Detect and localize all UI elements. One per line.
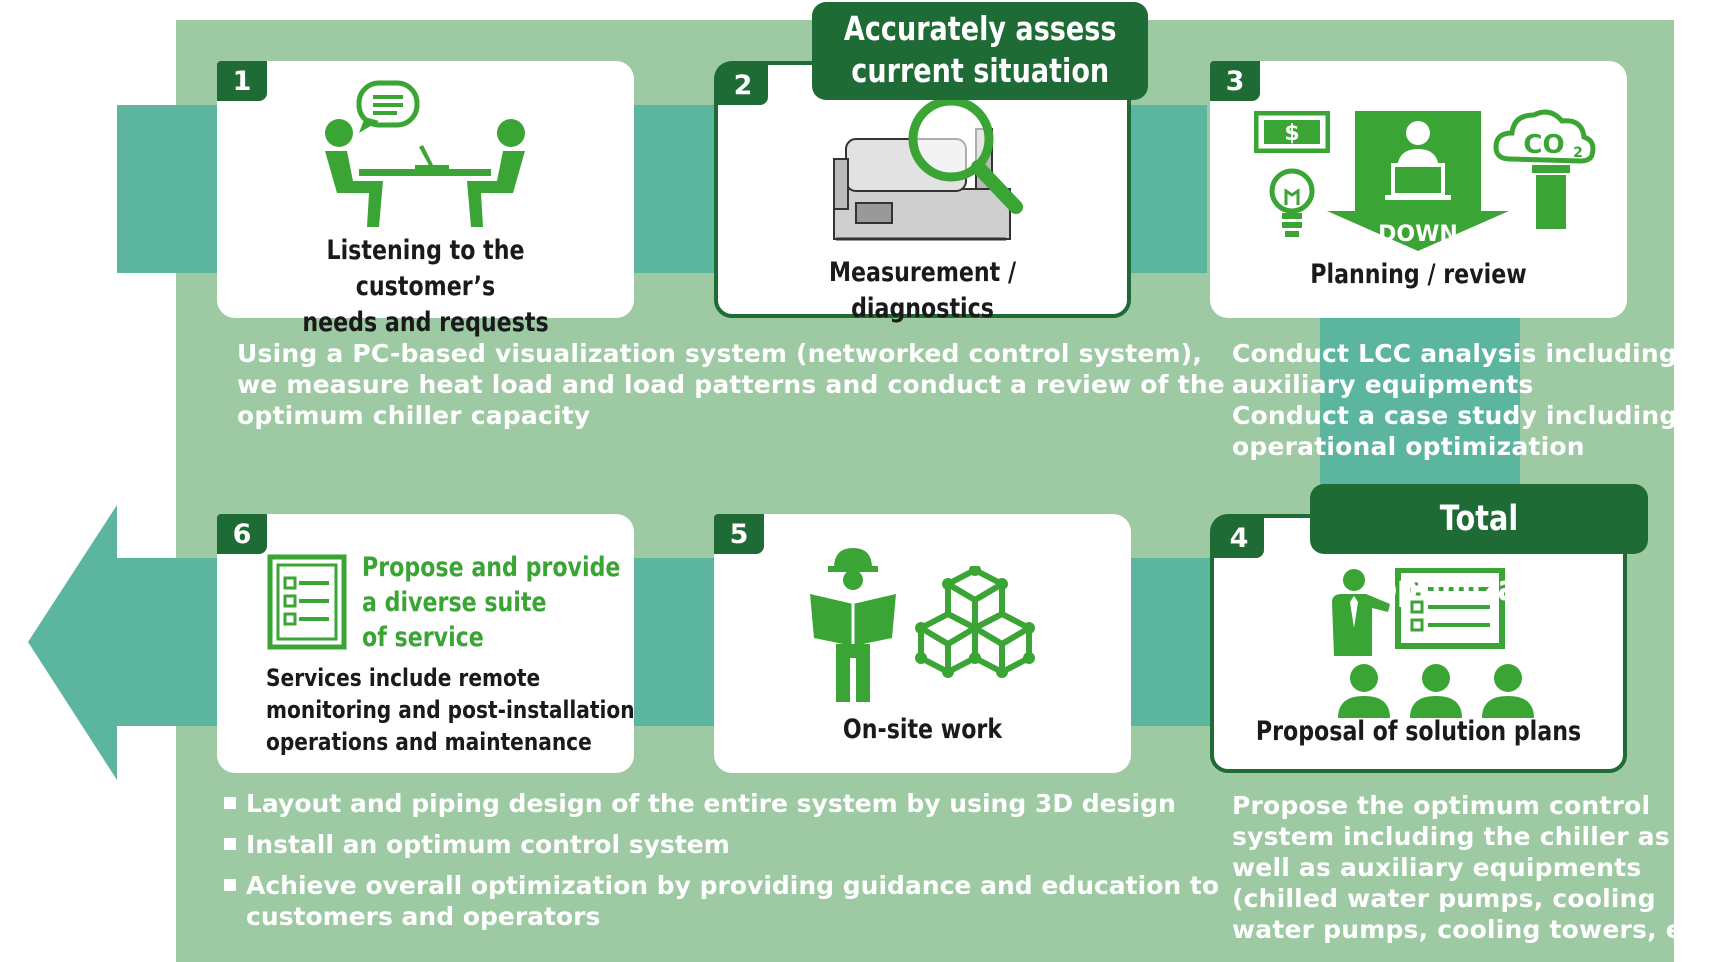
onsite-bullet-2-line-1: Install an optimum control system — [246, 830, 730, 859]
planning-description: Conduct LCC analysis including auxiliary… — [1232, 338, 1678, 462]
step-5-title-line-1: On-site work — [842, 714, 1003, 745]
svg-text:2: 2 — [1573, 145, 1583, 161]
step-3-title-line-1: Planning / review — [1310, 259, 1527, 290]
step-6-title-line-3: operations and maintenance — [266, 728, 592, 756]
onsite-bullet-3-line-1: Achieve overall optimization by providin… — [246, 871, 1219, 900]
onsite-bullet-1: Layout and piping design of the entire s… — [224, 788, 1219, 819]
lightbulb-icon — [1269, 168, 1315, 237]
assess-tag-line-1: Accurately assess — [843, 9, 1117, 48]
onsite-bullet-3: Achieve overall optimization by providin… — [224, 870, 1219, 932]
onsite-bullet-list: Layout and piping design of the entire s… — [224, 788, 1219, 942]
step-3-card: 3 $ DOWN CO 2 Planning / review — [1210, 61, 1627, 318]
checklist-document-icon — [267, 554, 347, 650]
step-6-title-line-1: Services include remote — [266, 664, 541, 692]
assess-tag-line-2: current situation — [851, 51, 1109, 90]
planning-desc-line-4: operational optimization — [1232, 432, 1585, 461]
step-5-card: 5 On-site — [714, 514, 1131, 773]
svg-text:CO: CO — [1523, 130, 1564, 160]
planning-desc-line-1: Conduct LCC analysis including — [1232, 339, 1677, 368]
step-4-title-line-1: Proposal of solution plans — [1255, 716, 1582, 747]
step-6-headline-line-1: Propose and provide — [362, 552, 621, 583]
meeting-people-icon — [325, 80, 525, 227]
step-6-headline: Propose and provide a diverse suite of s… — [362, 550, 620, 655]
planning-desc-line-3: Conduct a case study including — [1232, 401, 1678, 430]
onsite-bullet-1-line-1: Layout and piping design of the entire s… — [246, 789, 1176, 818]
total-optimization-label: Total optimization — [1377, 499, 1581, 609]
step-2-number: 2 — [718, 65, 768, 105]
step-6-title-line-2: monitoring and post-installation — [266, 696, 635, 724]
onsite-bullet-2: Install an optimum control system — [224, 829, 1219, 860]
step-6-card: 6 Propose and provide a diverse suite of… — [217, 514, 635, 773]
step-1-number: 1 — [217, 61, 267, 101]
step-6-headline-line-2: a diverse suite — [362, 587, 547, 618]
money-icon: $ — [1254, 111, 1330, 153]
step-6-headline-line-3: of service — [362, 622, 484, 653]
proposal-desc-line-4: (chilled water pumps, cooling — [1232, 884, 1656, 913]
worker-reading-icon — [810, 548, 896, 702]
step-2-title-line-1: Measurement / diagnostics — [828, 257, 1017, 324]
svg-text:$: $ — [1284, 121, 1299, 146]
proposal-desc-line-2: system including the chiller as — [1232, 822, 1670, 851]
presentation-audience-icon — [1332, 568, 1534, 718]
step-1-title-line-2: needs and requests — [302, 307, 549, 338]
measurement-desc-line-1: Using a PC-based visualization system (n… — [237, 339, 1203, 368]
step-1-card: 1 Listening to the customer’s needs and … — [217, 61, 634, 338]
proposal-desc-line-1: Propose the optimum control — [1232, 791, 1651, 820]
chiller-magnifier-icon — [833, 99, 1023, 241]
presenter-down-arrow-icon: DOWN — [1327, 111, 1509, 251]
step-4-card: 4 Proposal of solution plans — [1210, 514, 1627, 773]
proposal-desc-line-3: well as auxiliary equipments — [1232, 853, 1642, 882]
proposal-desc-line-5: water pumps, cooling towers, etc.) — [1232, 915, 1712, 944]
step-3-number: 3 — [1210, 61, 1260, 101]
step-4-number: 4 — [1214, 518, 1264, 558]
step-1-title-line-1: Listening to the customer’s — [326, 235, 525, 302]
down-label: DOWN — [1378, 222, 1458, 247]
planning-desc-line-2: auxiliary equipments — [1232, 370, 1534, 399]
step-6-number: 6 — [217, 514, 267, 554]
step-5-number: 5 — [714, 514, 764, 554]
measurement-desc-line-3: optimum chiller capacity — [237, 401, 591, 430]
total-optimization-tag: Total optimization — [1310, 484, 1648, 609]
proposal-description: Propose the optimum control system inclu… — [1232, 790, 1712, 945]
onsite-bullet-3-line-2: customers and operators — [246, 902, 601, 931]
measurement-desc-line-2: we measure heat load and load patterns a… — [237, 370, 1225, 399]
3d-cubes-icon — [915, 566, 1035, 678]
measurement-description: Using a PC-based visualization system (n… — [237, 338, 1225, 431]
co2-cloud-icon: CO 2 — [1493, 109, 1596, 229]
accurately-assess-tag: Accurately assess current situation — [812, 2, 1148, 100]
bottom-flow-arrowhead — [28, 505, 117, 780]
step-6-title: Services include remote monitoring and p… — [266, 662, 635, 758]
